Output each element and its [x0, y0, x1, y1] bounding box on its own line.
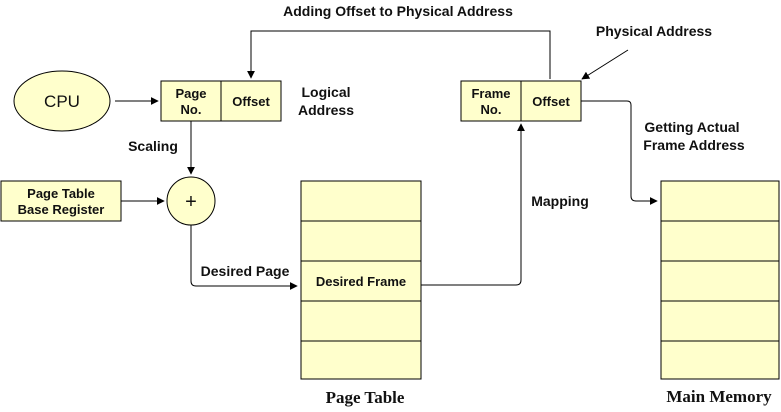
scaling-label: Scaling — [128, 138, 178, 154]
page-table: Desired Frame — [300, 180, 422, 380]
adding-offset-label: Adding Offset to Physical Address — [283, 3, 513, 19]
ptbr-box: Page Table Base Register — [0, 180, 122, 222]
physical-address-box: Frame No. Offset — [460, 80, 582, 122]
physical-address-pointer-arrow — [581, 49, 629, 80]
ptbr-text-2: Base Register — [18, 202, 105, 217]
page-table-row — [300, 300, 422, 342]
logical-offset-cell — [220, 80, 282, 122]
physical-address-label: Physical Address — [596, 23, 712, 39]
physical-frame-no-text-1: Frame — [471, 86, 510, 101]
adder-node: + — [166, 176, 216, 226]
ptbr-text-1: Page Table — [27, 186, 95, 201]
logical-address-label-2: Address — [298, 102, 354, 118]
page-table-row — [300, 340, 422, 380]
physical-frame-no-text-2: No. — [481, 102, 502, 117]
physical-offset-text: Offset — [532, 94, 570, 109]
desired-page-label: Desired Page — [201, 263, 290, 279]
main-memory-caption: Main Memory — [666, 387, 772, 406]
memory-frame — [660, 180, 780, 222]
logical-page-no-text-1: Page — [175, 86, 206, 101]
memory-frame — [660, 220, 780, 262]
desired-frame-text: Desired Frame — [316, 274, 406, 289]
offset-transfer-arrow — [247, 30, 551, 79]
desired-page-arrow — [190, 225, 298, 290]
logical-page-no-cell — [160, 80, 222, 122]
cpu-node: CPU — [13, 70, 111, 132]
mapping-arrow — [421, 123, 525, 286]
physical-frame-no-cell — [460, 80, 522, 122]
adder-plus: + — [185, 191, 197, 213]
memory-frame — [660, 300, 780, 342]
page-table-row-desired — [300, 260, 422, 302]
cpu-label: CPU — [44, 92, 80, 111]
mapping-label: Mapping — [531, 193, 589, 209]
frame-address-arrow — [581, 100, 658, 205]
getting-frame-label-2: Frame Address — [643, 137, 745, 153]
memory-frame — [660, 340, 780, 380]
page-table-row — [300, 220, 422, 262]
physical-offset-cell — [520, 80, 582, 122]
memory-frame — [660, 260, 780, 302]
logical-offset-text: Offset — [232, 94, 270, 109]
page-table-row — [300, 180, 422, 222]
logical-address-label-1: Logical — [301, 84, 350, 100]
page-table-caption: Page Table — [326, 388, 405, 407]
logical-page-no-text-2: No. — [181, 102, 202, 117]
main-memory — [660, 180, 780, 380]
logical-address-box: Page No. Offset — [160, 80, 282, 122]
getting-frame-label-1: Getting Actual — [644, 119, 739, 135]
